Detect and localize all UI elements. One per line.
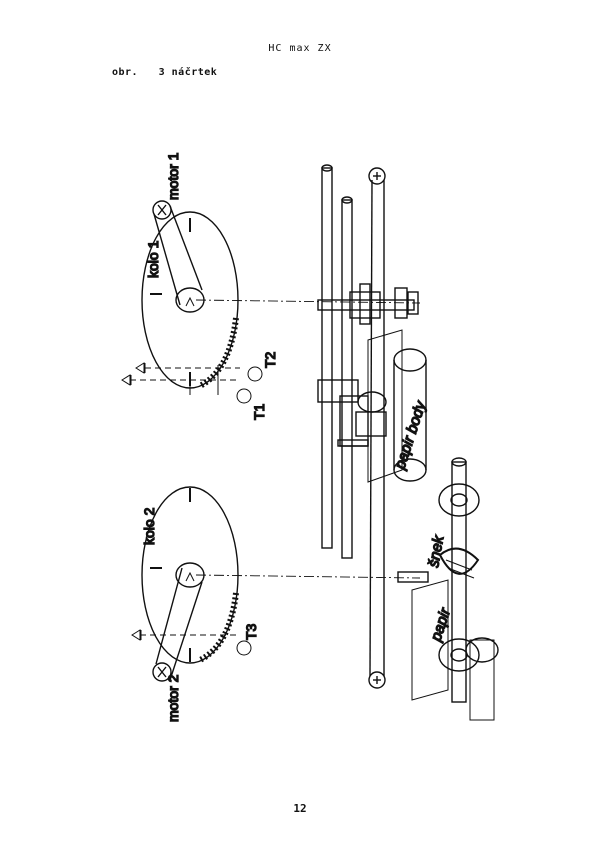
label-papir: papir bbox=[427, 605, 454, 644]
carriage-mid bbox=[317, 379, 387, 447]
label-papir-body: papir body bbox=[391, 398, 430, 472]
carriage-top bbox=[317, 283, 419, 325]
label-snek: šnek bbox=[425, 533, 448, 569]
sensor-2 bbox=[131, 629, 252, 656]
axis-line-2 bbox=[195, 574, 421, 579]
label-kolo-2: kolo 2 bbox=[141, 507, 157, 545]
axis-line-1 bbox=[195, 299, 421, 304]
belt-2 bbox=[152, 567, 203, 682]
sensor-1 bbox=[121, 362, 263, 404]
wheel-2 bbox=[141, 486, 239, 664]
figure-caption: obr. 3 náčrtek bbox=[112, 67, 217, 78]
lower-mechanism bbox=[397, 457, 499, 721]
label-kolo-1: kolo 1 bbox=[145, 240, 161, 278]
belt-1 bbox=[152, 200, 203, 306]
label-t1: T1 bbox=[251, 403, 267, 420]
label-motor-2: motor 2 bbox=[165, 674, 181, 722]
caption-text: 3 náčrtek bbox=[158, 67, 218, 78]
page-header: HC max ZX bbox=[268, 43, 332, 54]
label-motor-1: motor 1 bbox=[165, 152, 181, 200]
label-t2: T2 bbox=[262, 351, 278, 368]
page-number: 12 bbox=[293, 802, 307, 815]
guide-rods bbox=[321, 164, 386, 689]
caption-prefix: obr. bbox=[112, 67, 139, 78]
label-t3: T3 bbox=[243, 623, 259, 640]
